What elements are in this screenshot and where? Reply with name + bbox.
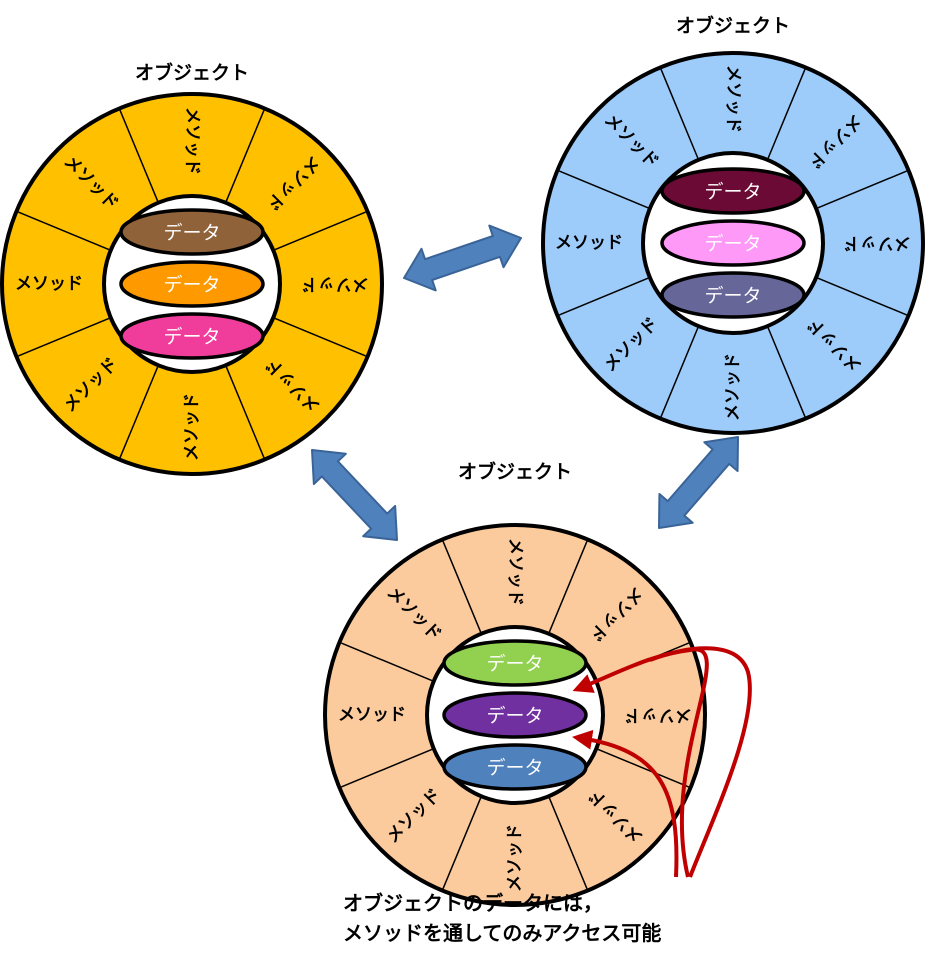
data-label: データ	[486, 757, 543, 779]
method-label[interactable]: メソッド	[15, 274, 83, 294]
method-label[interactable]: メソッド	[624, 705, 692, 725]
data-item[interactable]	[442, 691, 588, 739]
segment-divider	[224, 365, 265, 458]
access-arrow-to-data-2	[572, 647, 709, 878]
connectors	[311, 224, 739, 541]
segment-divider	[815, 170, 907, 210]
data-item[interactable]	[119, 260, 265, 308]
segment-divider	[119, 110, 160, 203]
method-label[interactable]: メソッド	[723, 65, 743, 133]
method-label[interactable]: メソッド	[505, 824, 525, 892]
method-label[interactable]: メソッド	[182, 393, 202, 461]
segment-divider	[224, 110, 265, 203]
data-label: データ	[486, 705, 543, 727]
segment-divider	[547, 796, 588, 889]
data-label: データ	[163, 274, 220, 296]
data-item[interactable]	[119, 312, 265, 360]
data-label: データ	[704, 285, 761, 307]
data-label: データ	[163, 222, 220, 244]
method-label[interactable]: メソッド	[555, 233, 623, 253]
caption-line-1: オブジェクトのデータには，	[343, 891, 603, 915]
segment-divider	[559, 276, 651, 316]
objects: オブジェクトメソッドメソッドメソッドメソッドメソッドメソッドメソッドメソッドデー…	[0, 14, 925, 907]
access-arrow-to-data-3	[572, 729, 679, 878]
segment-divider	[18, 211, 111, 252]
segment-divider	[18, 316, 111, 357]
method-label[interactable]: メソッド	[723, 353, 743, 421]
access-arrows	[572, 646, 752, 878]
object-title: オブジェクト	[135, 61, 249, 84]
data-item[interactable]	[660, 271, 806, 319]
data-item[interactable]	[660, 167, 806, 215]
data-item[interactable]	[442, 743, 588, 791]
data-item[interactable]	[442, 639, 588, 687]
segment-divider	[766, 69, 806, 161]
segment-divider	[547, 541, 588, 634]
access-arrow-loop	[649, 646, 752, 878]
data-label: データ	[704, 181, 761, 203]
double-arrow-right-bottom	[657, 436, 739, 529]
method-label[interactable]: メソッド	[338, 705, 406, 725]
object-right: オブジェクトメソッドメソッドメソッドメソッドメソッドメソッドメソッドメソッドデー…	[541, 14, 925, 435]
segment-divider	[273, 211, 366, 252]
data-label: データ	[163, 326, 220, 348]
object-bottom: オブジェクトメソッドメソッドメソッドメソッドメソッドメソッドメソッドメソッドデー…	[323, 460, 707, 907]
method-label[interactable]: メソッド	[843, 233, 911, 253]
segment-divider	[273, 316, 366, 357]
segment-divider	[559, 170, 651, 210]
segment-divider	[660, 325, 700, 417]
segment-divider	[442, 541, 483, 634]
segment-divider	[815, 276, 907, 316]
object-title: オブジェクト	[676, 14, 790, 37]
segment-divider	[766, 325, 806, 417]
segment-divider	[660, 69, 700, 161]
segment-divider	[341, 642, 434, 683]
segment-divider	[596, 747, 689, 788]
data-item[interactable]	[119, 208, 265, 256]
object-title: オブジェクト	[458, 460, 572, 483]
double-arrow-left-right	[403, 224, 523, 292]
method-label[interactable]: メソッド	[182, 107, 202, 175]
data-label: データ	[704, 233, 761, 255]
segment-divider	[442, 796, 483, 889]
segment-divider	[119, 365, 160, 458]
data-item[interactable]	[660, 219, 806, 267]
method-label[interactable]: メソッド	[505, 538, 525, 606]
double-arrow-left-bottom	[311, 449, 398, 541]
caption: オブジェクトのデータには， メソッドを通してのみアクセス可能	[343, 888, 661, 948]
segment-divider	[341, 747, 434, 788]
data-label: データ	[486, 653, 543, 675]
caption-line-2: メソッドを通してのみアクセス可能	[343, 921, 662, 945]
object-left: オブジェクトメソッドメソッドメソッドメソッドメソッドメソッドメソッドメソッドデー…	[0, 61, 384, 476]
method-label[interactable]: メソッド	[301, 274, 369, 294]
